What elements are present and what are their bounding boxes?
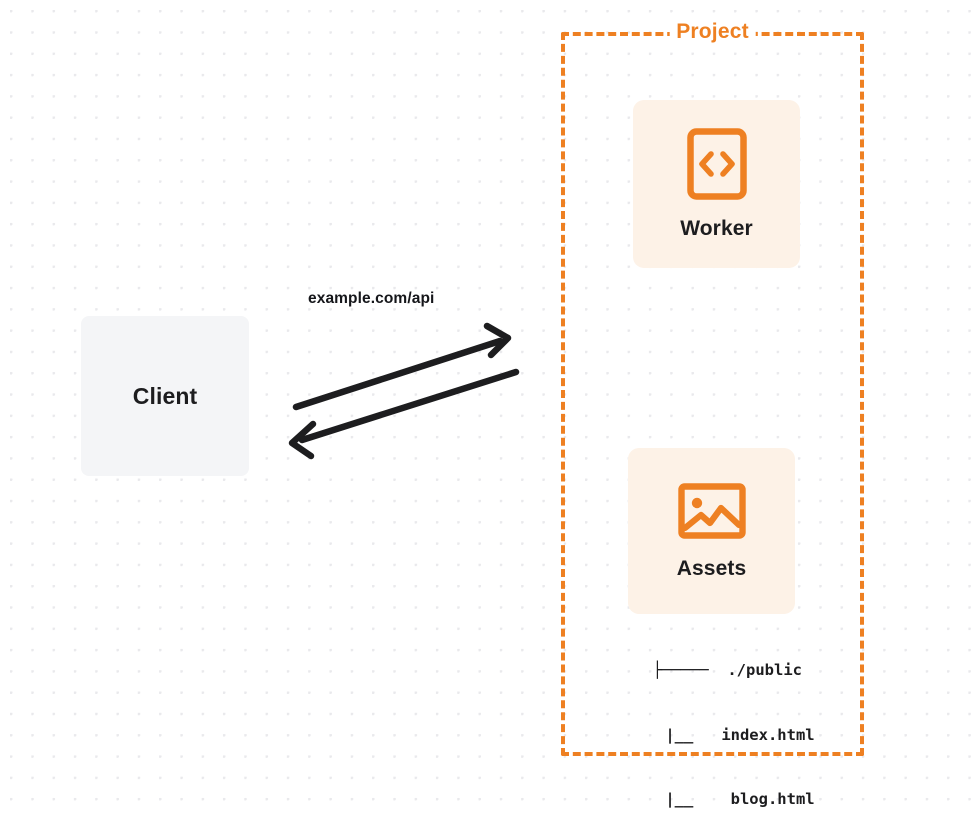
project-title: Project (669, 20, 756, 44)
file-tree-row: |__ index.html (600, 725, 815, 744)
assets-card-label: Assets (676, 557, 747, 580)
code-brackets-icon (686, 128, 747, 200)
client-node[interactable]: Client (81, 316, 249, 476)
response-arrow (288, 368, 520, 460)
client-label: Client (132, 382, 198, 409)
file-tree-row: |__ blog.html (600, 790, 815, 808)
worker-card[interactable]: Worker (633, 100, 800, 268)
connection-label: example.com/api (308, 290, 435, 307)
assets-card[interactable]: Assets (628, 448, 795, 614)
worker-card-label: Worker (680, 217, 753, 240)
request-arrow (292, 322, 512, 411)
project-container: Project (561, 20, 864, 756)
assets-file-tree: ├───── ./public |__ index.html |__ blog.… (600, 617, 815, 818)
file-tree-row: ├───── ./public (652, 661, 802, 679)
image-icon (677, 483, 746, 539)
